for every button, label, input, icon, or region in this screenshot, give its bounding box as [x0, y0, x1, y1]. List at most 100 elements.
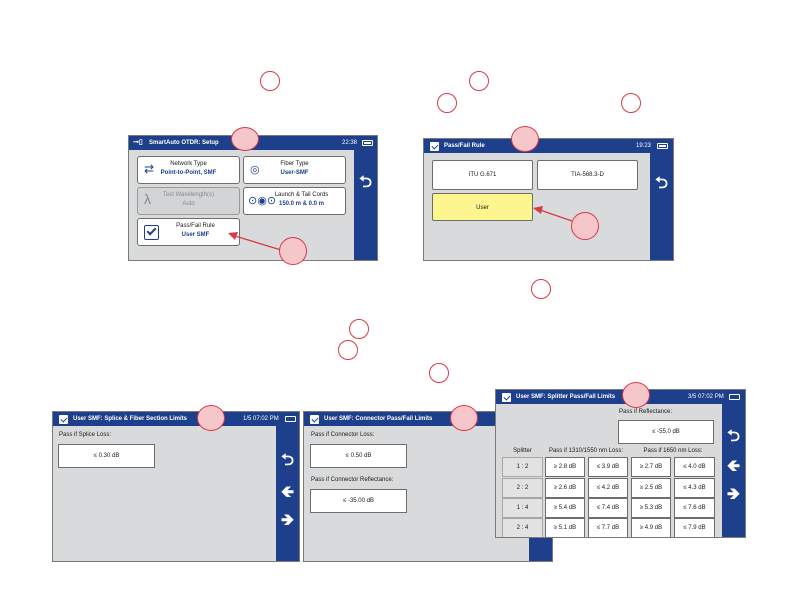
- callout-circle: [429, 363, 449, 383]
- callout-circle: [571, 212, 599, 240]
- limit-cell[interactable]: ≤ 7.4 dB: [588, 498, 628, 518]
- left-arrow-icon[interactable]: 🡸: [281, 484, 294, 501]
- test-wavelength-value: Auto: [182, 201, 195, 207]
- battery-icon: [657, 143, 668, 149]
- callout-circle: [279, 237, 307, 265]
- right-arrow-icon[interactable]: 🡺: [281, 512, 294, 529]
- splitter-ratio: 2 : 2: [502, 478, 543, 498]
- back-arrow-icon[interactable]: ⮌: [359, 174, 372, 191]
- plug-icon: ⊸▯: [133, 139, 143, 146]
- back-arrow-icon[interactable]: ⮌: [281, 452, 294, 469]
- pass-fail-rule-button[interactable]: Pass/Fail Rule User SMF: [137, 218, 240, 246]
- callout-circle: [450, 405, 478, 431]
- callout-circle: [622, 382, 650, 408]
- otdr-setup-screen: ⊸▯ SmartAuto OTDR: Setup 22:38 ⇄ Network…: [128, 135, 378, 261]
- back-arrow-icon[interactable]: ⮌: [655, 175, 668, 192]
- clock: 22:38: [342, 140, 358, 146]
- left-arrow-icon[interactable]: 🡸: [727, 458, 740, 475]
- spool-icon: ⊙◉⊙: [248, 195, 277, 207]
- limit-cell[interactable]: ≤ 3.9 dB: [588, 457, 628, 477]
- side-toolbar: ⮌: [650, 153, 673, 260]
- screen-title: SmartAuto OTDR: Setup: [149, 140, 219, 146]
- titlebar: User SMF: Connector Pass/Fail Limits: [304, 412, 552, 426]
- splitter-ratio: 2 : 4: [502, 518, 543, 537]
- exchange-arrows-icon: ⇄: [144, 162, 155, 176]
- page-time: 1/5 07:02 PM: [243, 416, 279, 422]
- callout-circle: [437, 93, 457, 113]
- limit-cell[interactable]: ≤ 4.3 dB: [674, 478, 715, 498]
- pass-fail-value: User SMF: [181, 232, 210, 238]
- limit-cell[interactable]: ≥ 2.8 dB: [545, 457, 585, 477]
- option-itu-g671[interactable]: ITU G.671: [432, 160, 533, 190]
- checkbox-icon: [59, 415, 68, 424]
- fiber-type-button[interactable]: ◎ Fiber Type User-SMF: [243, 156, 346, 184]
- screen-title: User SMF: Connector Pass/Fail Limits: [324, 416, 433, 422]
- screen-title: Pass/Fail Rule: [444, 143, 485, 149]
- checkbox-icon: [430, 142, 439, 151]
- col-header-splitter: Splitter: [513, 448, 532, 454]
- battery-icon: [729, 394, 740, 400]
- limit-cell[interactable]: ≤ 4.0 dB: [674, 457, 715, 477]
- right-arrow-icon[interactable]: 🡺: [727, 486, 740, 503]
- connector-reflectance-field[interactable]: ≤ -35.00 dB: [310, 489, 407, 513]
- limit-cell[interactable]: ≥ 2.6 dB: [545, 478, 585, 498]
- splitter-limits-screen: User SMF: Splitter Pass/Fail Limits 3/5 …: [495, 389, 746, 538]
- lambda-icon: λ: [144, 191, 151, 207]
- battery-icon: [362, 140, 373, 146]
- launch-tail-value: 150.0 m & 0.0 m: [278, 201, 325, 207]
- callout-circle: [197, 405, 225, 431]
- splice-loss-label: Pass if Splice Loss:: [59, 432, 112, 438]
- screen-title: User SMF: Splitter Pass/Fail Limits: [516, 394, 616, 400]
- limit-cell[interactable]: ≥ 5.1 dB: [545, 518, 585, 537]
- limit-cell[interactable]: ≤ 7.9 dB: [674, 518, 715, 537]
- limit-cell[interactable]: ≥ 2.7 dB: [631, 457, 671, 477]
- limit-cell[interactable]: ≤ 7.7 dB: [588, 518, 628, 537]
- limit-cell[interactable]: ≤ 7.6 dB: [674, 498, 715, 518]
- option-user[interactable]: User: [432, 193, 533, 221]
- fiber-type-label: Fiber Type: [280, 161, 309, 167]
- callout-circle: [469, 71, 489, 91]
- titlebar: User SMF: Splice & Fiber Section Limits …: [53, 412, 299, 426]
- network-type-label: Network Type: [170, 161, 207, 167]
- limit-cell[interactable]: ≥ 2.5 dB: [631, 478, 671, 498]
- pass-fail-label: Pass/Fail Rule: [176, 223, 215, 229]
- callout-circle: [511, 126, 539, 152]
- side-toolbar: ⮌ 🡸 🡺: [276, 426, 299, 561]
- launch-tail-button[interactable]: ⊙◉⊙ Launch & Tail Cords 150.0 m & 0.0 m: [243, 187, 346, 215]
- connector-reflectance-label: Pass if Connector Reflectance:: [311, 477, 394, 483]
- limit-cell[interactable]: ≥ 4.9 dB: [631, 518, 671, 537]
- page-time: 3/5 07:02 PM: [688, 394, 724, 400]
- callout-circle: [260, 71, 280, 91]
- pass-fail-rule-screen: Pass/Fail Rule 19:23 ITU G.671 TIA-568.3…: [423, 138, 674, 261]
- col-header-1650: Pass if 1650 nm Loss:: [643, 448, 703, 454]
- option-tia-568[interactable]: TIA-568.3-D: [537, 160, 638, 190]
- pointer-arrow: [228, 232, 282, 251]
- callout-circle: [349, 319, 369, 339]
- reflectance-field[interactable]: ≤ -55.0 dB: [618, 420, 714, 444]
- splitter-ratio: 1 : 2: [502, 457, 543, 477]
- checkbox-icon: [310, 415, 319, 424]
- callout-circle: [621, 93, 641, 113]
- callout-circle: [231, 127, 259, 151]
- col-header-1310-1550: Pass if 1310/1550 nm Loss:: [548, 448, 624, 454]
- callout-circle: [338, 340, 358, 360]
- splice-loss-field[interactable]: ≤ 0.30 dB: [58, 444, 155, 468]
- connector-loss-field[interactable]: ≤ 0.50 dB: [310, 444, 407, 468]
- pointer-arrow: [533, 206, 573, 222]
- network-type-value: Point-to-Point, SMF: [160, 170, 217, 176]
- connector-loss-label: Pass if Connector Loss:: [311, 432, 375, 438]
- side-toolbar: ⮌ 🡸 🡺: [722, 404, 745, 537]
- titlebar: User SMF: Splitter Pass/Fail Limits 3/5 …: [496, 390, 745, 404]
- callout-circle: [531, 279, 551, 299]
- side-toolbar: ⮌: [354, 150, 377, 260]
- limit-cell[interactable]: ≥ 5.4 dB: [545, 498, 585, 518]
- network-type-button[interactable]: ⇄ Network Type Point-to-Point, SMF: [137, 156, 240, 184]
- back-arrow-icon[interactable]: ⮌: [727, 428, 740, 445]
- limit-cell[interactable]: ≤ 4.2 dB: [588, 478, 628, 498]
- reflectance-label: Pass if Reflectance:: [619, 409, 673, 415]
- clock: 19:23: [636, 143, 652, 149]
- checkbox-icon: [502, 393, 511, 402]
- titlebar: Pass/Fail Rule 19:23: [424, 139, 673, 153]
- screen-title: User SMF: Splice & Fiber Section Limits: [73, 416, 188, 422]
- limit-cell[interactable]: ≥ 5.3 dB: [631, 498, 671, 518]
